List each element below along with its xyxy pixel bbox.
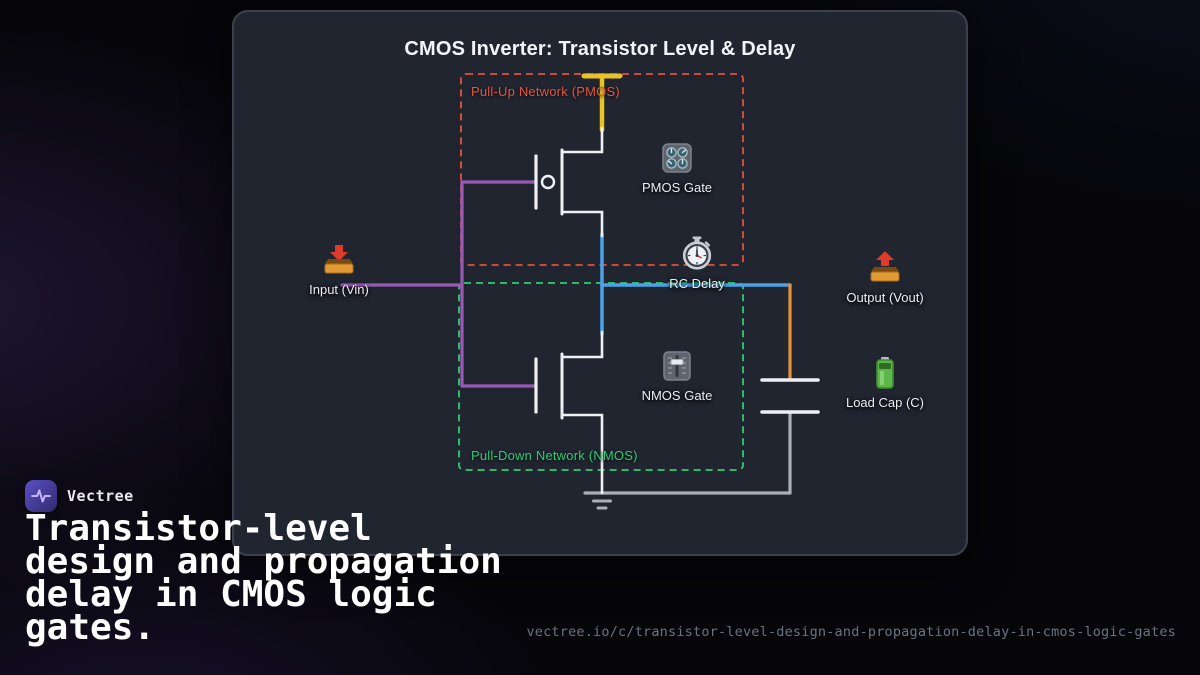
capacitor	[760, 378, 820, 414]
brand-name: Vectree	[67, 487, 134, 505]
outbox-tray-icon	[870, 251, 900, 282]
rc-delay-label: RC Delay	[669, 276, 725, 291]
headline-line: delay in CMOS logic	[25, 574, 437, 615]
load-cap-node: Load Cap (C)	[820, 355, 950, 410]
input-label: Input (Vin)	[309, 282, 369, 297]
input-wire	[340, 180, 538, 388]
stopwatch-icon	[682, 236, 712, 270]
brand-row: Vectree	[25, 480, 134, 512]
vdd-rail	[581, 73, 623, 133]
diagram-card: CMOS Inverter: Transistor Level & Delay …	[232, 10, 968, 556]
output-node: Output (Vout)	[820, 250, 950, 305]
pmos-gate-label: PMOS Gate	[641, 180, 713, 195]
pullup-region-label: Pull-Up Network (PMOS)	[471, 84, 620, 99]
circuit-diagram	[340, 73, 820, 510]
headline-line: design and propagation	[25, 541, 502, 582]
pulldown-region-label: Pull-Down Network (NMOS)	[471, 448, 638, 463]
nmos-gate-node: NMOS Gate	[612, 348, 742, 403]
rc-delay-node: RC Delay	[632, 236, 762, 291]
output-wire	[600, 232, 792, 336]
level-slider-icon	[663, 351, 691, 381]
headline-line: gates.	[25, 607, 156, 648]
control-knobs-icon	[662, 143, 692, 173]
load-cap-label: Load Cap (C)	[845, 395, 925, 410]
battery-icon	[876, 357, 894, 389]
pmos-gate-node: PMOS Gate	[612, 140, 742, 195]
brand-logo	[25, 480, 57, 512]
headline: Transistor-level design and propagation …	[25, 508, 545, 648]
nmos-transistor	[534, 330, 604, 495]
diagram-title: CMOS Inverter: Transistor Level & Delay	[404, 38, 796, 60]
ground-wire	[583, 412, 792, 510]
headline-line: Transistor-level	[25, 508, 372, 549]
output-label: Output (Vout)	[846, 290, 924, 305]
page-url: vectree.io/c/transistor-level-design-and…	[526, 624, 1176, 640]
inbox-tray-icon	[324, 245, 354, 274]
nmos-gate-label: NMOS Gate	[641, 388, 713, 403]
input-node: Input (Vin)	[274, 242, 404, 297]
pmos-transistor	[534, 126, 604, 238]
pmos-bubble	[540, 174, 556, 190]
waveform-pulse-icon	[31, 489, 51, 503]
